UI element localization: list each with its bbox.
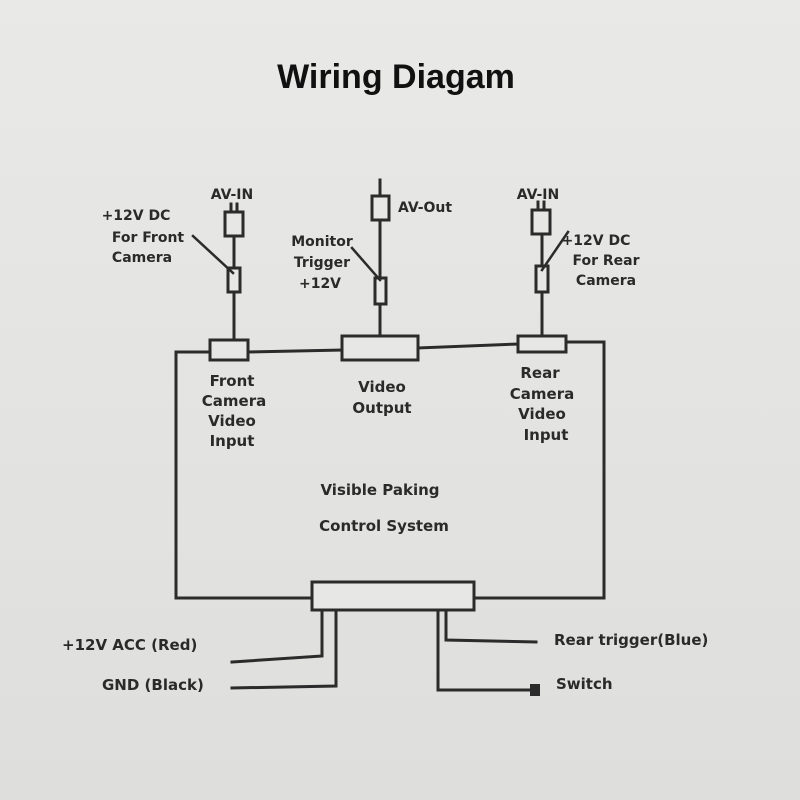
gnd-label: GND (Black) [102,676,204,694]
video-output-connector [340,334,420,362]
rear-input-label-4: Input [524,426,569,444]
video-output-label-2: Output [352,399,411,417]
rear-trigger-label: Rear trigger(Blue) [554,631,708,649]
rear-power-lead [540,230,570,272]
switch-wire [436,608,532,692]
monitor-trigger-lead [350,246,382,282]
front-av-in-pins [229,202,239,214]
control-box-outline [174,340,606,600]
rear-power-label-1: +12V DC [562,233,631,249]
front-power-label-1: +12V DC [102,208,171,224]
rear-power-label-3: Camera [576,273,636,289]
rear-av-in-plug [530,208,552,236]
front-av-in-label: AV-IN [211,187,253,203]
monitor-trigger-label-2: Trigger [294,255,350,271]
front-av-in-plug [223,210,245,238]
front-power-label-3: Camera [112,250,172,266]
gnd-wire [230,608,338,690]
front-input-label-3: Video [208,412,256,430]
control-box-top-mid-right [416,342,520,350]
switch-label: Switch [556,675,613,693]
rear-av-in-label: AV-IN [517,187,559,203]
front-power-lead [191,234,235,275]
rear-input-label-3: Video [518,405,566,423]
rear-trigger-wire [444,608,538,644]
monitor-trigger-plug [373,276,388,306]
front-camera-input-connector [208,338,250,362]
av-out-label: AV-Out [398,200,452,216]
acc-label: +12V ACC (Red) [62,636,197,654]
rear-power-label-2: For Rear [572,253,639,269]
front-input-label-1: Front [210,372,255,390]
front-power-label-2: For Front [112,230,185,246]
acc-wire [230,608,324,664]
control-box-top-mid-left [246,348,344,354]
bottom-harness-connector [310,580,476,612]
rear-input-label-1: Rear [520,364,560,382]
system-label-1: Visible Paking [320,481,439,499]
rear-camera-input-connector [516,334,568,354]
system-label-2: Control System [319,517,449,535]
switch-wire-tip [530,684,540,696]
video-output-label-1: Video [358,378,406,396]
front-input-label-2: Camera [202,392,266,410]
monitor-trigger-label-1: Monitor [291,234,353,250]
av-out-plug [370,194,391,222]
rear-av-in-pins [536,200,546,212]
monitor-trigger-label-3: +12V [299,276,341,292]
rear-input-label-2: Camera [510,385,574,403]
front-input-label-4: Input [210,432,255,450]
diagram-title: Wiring Diagam [277,58,515,96]
